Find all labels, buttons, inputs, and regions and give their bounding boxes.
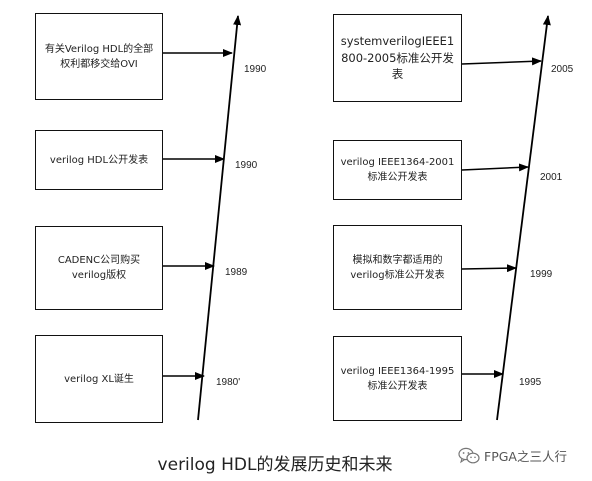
right-event-text-3: 模拟和数字都适用的verilog标准公开发表 [350, 254, 445, 281]
watermark-text: FPGA之三人行 [484, 449, 567, 464]
right-connector-2 [461, 163, 529, 172]
right-connector-1 [461, 57, 542, 66]
right-event-box-3: 模拟和数字都适用的verilog标准公开发表 [333, 225, 462, 310]
left-event-text-3: CADENC公司购买verilog版权 [57, 255, 141, 281]
right-event-box-1: systemverilogIEEE1800-2005标准公开发表 [333, 14, 462, 102]
left-year-label-2: 1990 [235, 160, 258, 171]
left-year-label-3: 1989 [225, 267, 248, 278]
left-timeline-axis [197, 15, 242, 421]
right-event-text-1: systemverilogIEEE1800-2005标准公开发表 [340, 33, 455, 82]
diagram-caption: verilog HDL的发展历史和未来 [157, 455, 393, 475]
right-connector-3 [461, 264, 517, 273]
right-event-box-2: verilog IEEE1364-2001标准公开发表 [333, 140, 462, 200]
right-year-label-2: 2001 [540, 172, 563, 183]
right-year-label-1: 2005 [551, 64, 574, 75]
right-year-label-4: 1995 [519, 377, 542, 388]
left-event-box-2: verilog HDL公开发表 [35, 130, 163, 190]
right-timeline-axis [496, 15, 551, 421]
left-event-box-4: verilog XL诞生 [35, 335, 163, 423]
left-event-text-4: verilog XL诞生 [64, 373, 134, 385]
right-event-text-4: verilog IEEE1364-1995标准公开发表 [340, 365, 455, 392]
left-event-box-3: CADENC公司购买verilog版权 [35, 226, 163, 310]
left-year-label-1: 1990 [244, 64, 267, 75]
right-event-text-2: verilog IEEE1364-2001标准公开发表 [340, 157, 455, 183]
right-year-label-3: 1999 [530, 269, 553, 280]
right-event-box-4: verilog IEEE1364-1995标准公开发表 [333, 336, 462, 421]
left-year-label-4: 1980' [216, 377, 241, 388]
left-event-text-1: 有关Verilog HDL的全部权利都移交给OVI [44, 43, 154, 70]
watermark: FPGA之三人行 [458, 446, 567, 465]
left-event-text-2: verilog HDL公开发表 [49, 154, 149, 166]
wechat-icon [458, 447, 480, 463]
left-event-box-1: 有关Verilog HDL的全部权利都移交给OVI [35, 13, 163, 100]
